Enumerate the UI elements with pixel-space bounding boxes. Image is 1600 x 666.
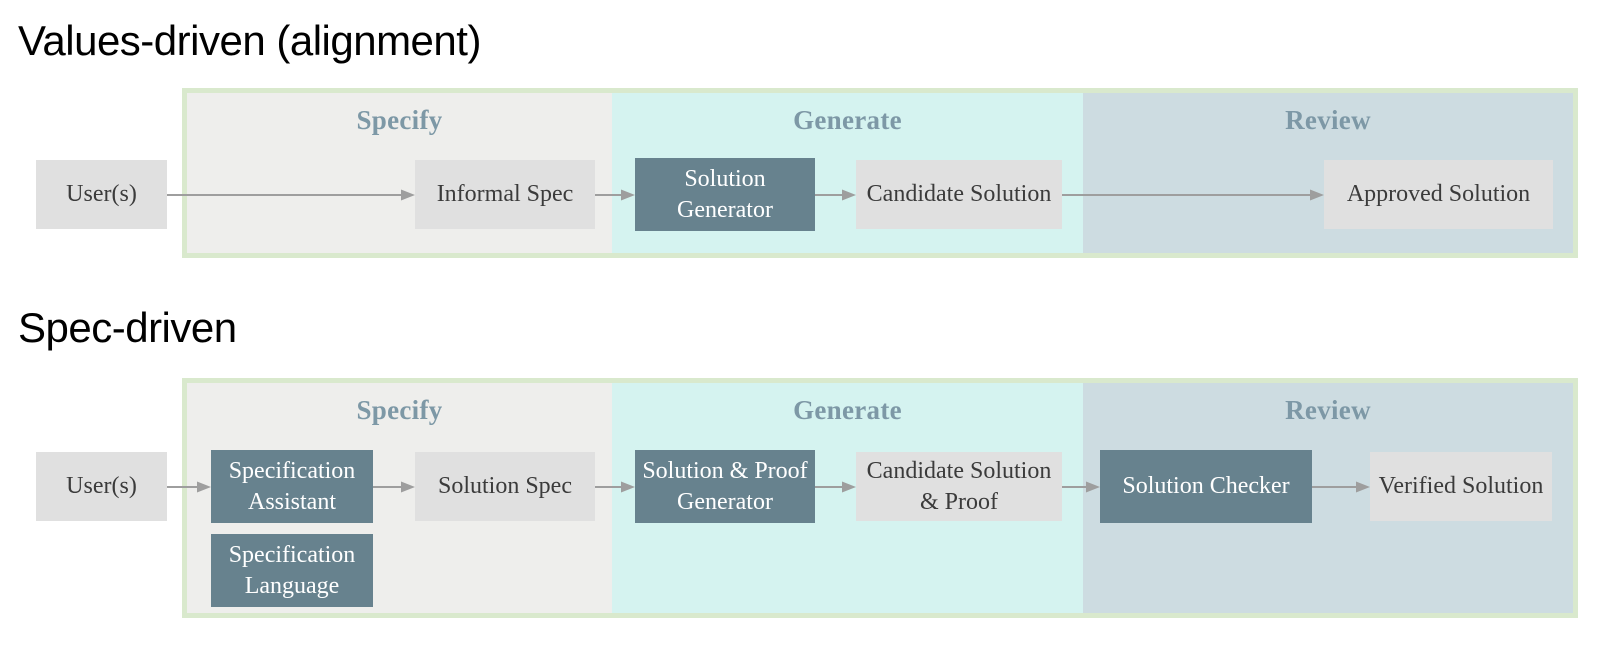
- node-specification-assistant[interactable]: Specification Assistant: [211, 450, 373, 523]
- band-label-specify: Specify: [356, 395, 443, 425]
- diagram-title-spec-driven: Spec-driven: [18, 304, 237, 351]
- node-verified-solution[interactable]: Verified Solution: [1370, 452, 1552, 521]
- node-solution-checker[interactable]: Solution Checker: [1100, 450, 1312, 523]
- band-label-generate: Generate: [793, 105, 902, 135]
- band-label-specify: Specify: [356, 105, 443, 135]
- node-solution-spec[interactable]: Solution Spec: [415, 452, 595, 521]
- band-label-generate: Generate: [793, 395, 902, 425]
- node-candidate-solution[interactable]: Candidate Solution: [856, 160, 1062, 229]
- band-label-review: Review: [1285, 395, 1371, 425]
- node-solution-generator[interactable]: Solution Generator: [635, 158, 815, 231]
- node-specification-language[interactable]: Specification Language: [211, 534, 373, 607]
- node-users[interactable]: User(s): [36, 160, 167, 229]
- band-label-review: Review: [1285, 105, 1371, 135]
- node-approved-solution[interactable]: Approved Solution: [1324, 160, 1553, 229]
- node-informal-spec[interactable]: Informal Spec: [415, 160, 595, 229]
- node-candidate-solution-proof[interactable]: Candidate Solution & Proof: [856, 452, 1062, 521]
- diagram-title-values-driven: Values-driven (alignment): [18, 17, 481, 64]
- node-users[interactable]: User(s): [36, 452, 167, 521]
- node-solution-proof-generator[interactable]: Solution & Proof Generator: [635, 450, 815, 523]
